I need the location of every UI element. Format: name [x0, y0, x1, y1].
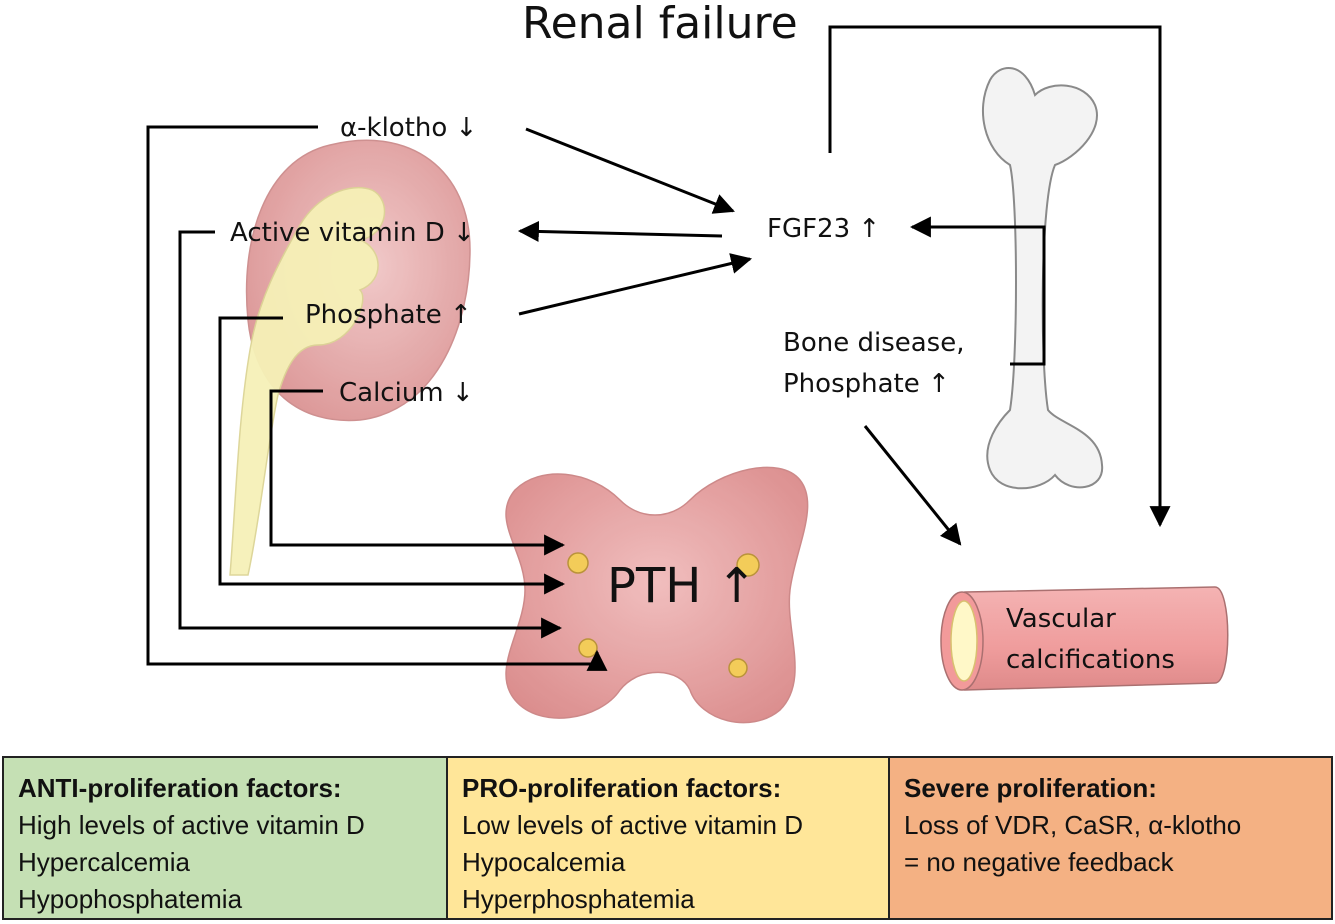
- kidney-illustration: [229, 139, 471, 576]
- fgf23-label: FGF23 ↑: [767, 214, 881, 244]
- phosphate-to-pth-line: [218, 316, 566, 595]
- connector-lines: [146, 25, 1171, 671]
- renal-to-vascular-arrow: [828, 25, 1171, 528]
- gland-nodule: [567, 552, 589, 574]
- pro-item: Hypocalcemia: [462, 847, 626, 877]
- gland-nodule: [728, 658, 748, 678]
- anti-item: Hypercalcemia: [18, 847, 190, 877]
- severe-proliferation-box: Severe proliferation: Loss of VDR, CaSR,…: [888, 756, 1333, 920]
- calcifications-label: calcifications: [1006, 645, 1175, 675]
- pro-item: Low levels of active vitamin D: [462, 810, 804, 840]
- bone-to-fgf23-arrow: [909, 216, 1046, 366]
- gland-nodule: [578, 638, 598, 658]
- klotho-to-fgf23-arrow: [525, 127, 735, 214]
- severe-item: Loss of VDR, CaSR, α-klotho: [904, 810, 1242, 840]
- gland-nodule: [736, 553, 760, 577]
- severe-proliferation-heading: Severe proliferation:: [904, 773, 1157, 803]
- severe-item: = no negative feedback: [904, 847, 1174, 877]
- pro-item: Hyperphosphatemia: [462, 884, 695, 914]
- klotho-to-pth-line: [146, 125, 608, 671]
- parathyroid-illustration: [505, 466, 809, 724]
- vitd-to-pth-line: [178, 230, 563, 639]
- diagram-title: Renal failure: [522, 0, 798, 49]
- anti-item: High levels of active vitamin D: [18, 810, 365, 840]
- phosphate-label: Phosphate ↑: [305, 300, 472, 330]
- anti-proliferation-box: ANTI-proliferation factors: High levels …: [2, 756, 448, 920]
- pro-proliferation-heading: PRO-proliferation factors:: [462, 773, 782, 803]
- calcium-label: Calcium ↓: [339, 378, 474, 408]
- pro-proliferation-box: PRO-proliferation factors: Low levels of…: [446, 756, 890, 920]
- bone-to-vascular-arrow: [863, 425, 962, 546]
- phosphate-to-fgf23-arrow: [518, 253, 753, 316]
- vitamin-d-label: Active vitamin D ↓: [230, 218, 475, 248]
- klotho-label: α-klotho ↓: [340, 113, 478, 143]
- bone-disease-label: Bone disease,: [783, 328, 965, 358]
- pth-label: PTH ↑: [607, 558, 757, 614]
- bone-phosphate-label: Phosphate ↑: [783, 369, 950, 399]
- calcium-to-pth-line: [269, 389, 566, 556]
- vessel-illustration: [940, 586, 1229, 691]
- anti-proliferation-heading: ANTI-proliferation factors:: [18, 773, 342, 803]
- vascular-label: Vascular: [1006, 604, 1116, 634]
- anti-item: Hypophosphatemia: [18, 884, 243, 914]
- fgf23-to-vitd-arrow: [517, 220, 723, 242]
